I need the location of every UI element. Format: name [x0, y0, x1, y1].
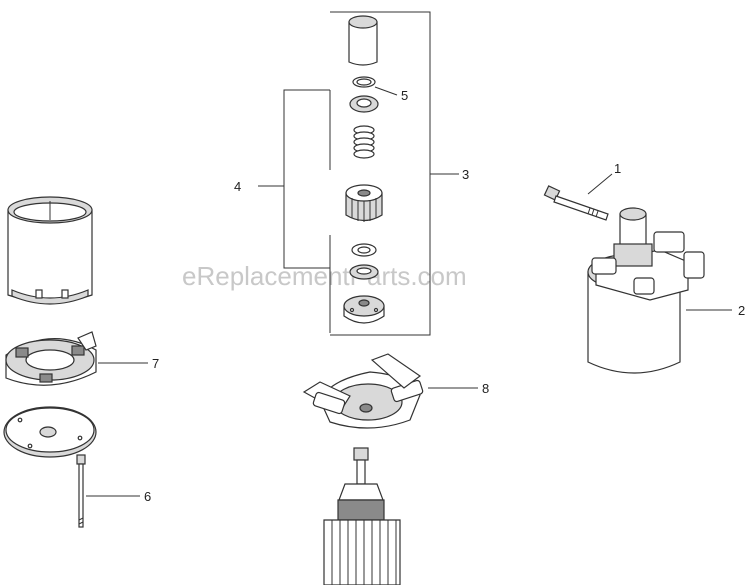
callout-5: 5: [401, 88, 408, 103]
callout-6-label: 6: [144, 489, 151, 504]
callout-5-label: 5: [401, 88, 408, 103]
end-plate: [3, 406, 97, 458]
washer-lower-1: [351, 243, 377, 257]
callout-8-label: 8: [482, 381, 489, 396]
washer-upper: [349, 95, 379, 113]
retaining-ring: [352, 76, 398, 96]
brush-holder: [5, 331, 97, 386]
callout-8: 8: [428, 381, 489, 396]
drive-end-cap: [302, 353, 424, 429]
callout-1: 1: [587, 161, 621, 195]
callout-4: 4: [234, 179, 241, 194]
mounting-bolt: [543, 185, 609, 221]
callout-4-label: 4: [234, 179, 241, 194]
callout-7-label: 7: [152, 356, 159, 371]
starter-motor: [587, 207, 705, 374]
callout-3: 3: [462, 167, 469, 182]
spring: [353, 125, 375, 159]
frame-housing: [7, 196, 93, 305]
sleeve: [348, 15, 378, 66]
bracket-3: [330, 11, 459, 336]
callout-2-label: 2: [738, 303, 745, 318]
callout-2: 2: [686, 303, 745, 318]
callout-1-label: 1: [614, 161, 621, 176]
through-bolt: [76, 454, 86, 528]
callout-7: 7: [98, 356, 159, 371]
watermark: eReplacementParts.com: [182, 261, 467, 291]
armature: [323, 447, 401, 585]
washer-lower-2: [349, 264, 379, 280]
callout-6: 6: [86, 489, 151, 504]
pinion-gear: [345, 184, 383, 222]
stop-collar: [343, 295, 385, 324]
callout-3-label: 3: [462, 167, 469, 182]
bracket-4: [258, 89, 330, 269]
